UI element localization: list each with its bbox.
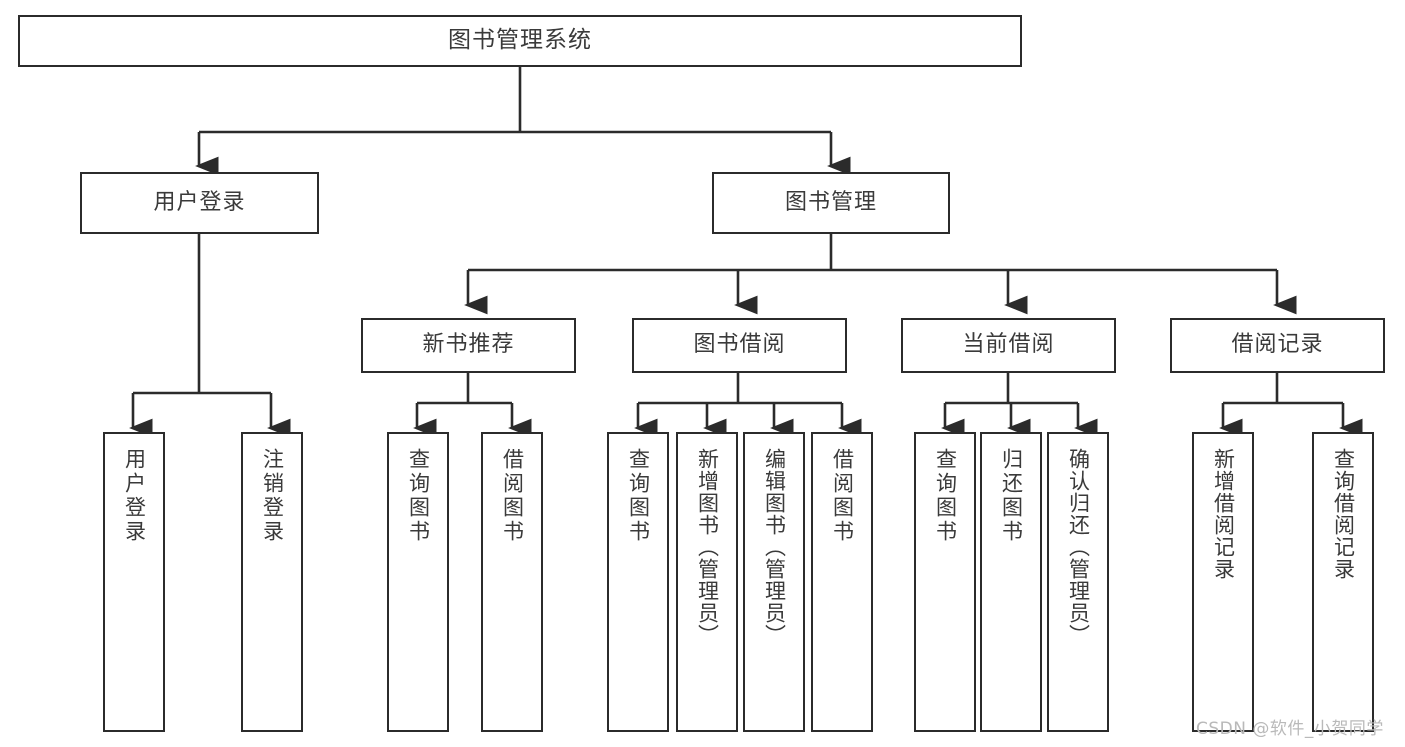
node-leaf-user-login-label: 用户登录	[122, 448, 147, 544]
node-borrow-record[interactable]: 借阅记录	[1170, 318, 1385, 373]
node-leaf-borrow-book-2-label: 借阅图书	[830, 448, 855, 544]
node-leaf-confirm-return[interactable]: 确认归还（管理员）	[1047, 432, 1109, 732]
node-new-book-recommend-label: 新书推荐	[422, 332, 515, 358]
node-leaf-query-record[interactable]: 查询借阅记录	[1312, 432, 1374, 732]
node-leaf-query-book-3-label: 查询图书	[933, 448, 958, 544]
node-current-borrow[interactable]: 当前借阅	[901, 318, 1116, 373]
node-leaf-query-record-label: 查询借阅记录	[1331, 448, 1356, 580]
node-leaf-return-book-label: 归还图书	[999, 448, 1024, 544]
watermark-text: CSDN @软件_小贺同学	[1196, 719, 1384, 739]
node-user-login[interactable]: 用户登录	[80, 172, 319, 234]
node-leaf-user-login[interactable]: 用户登录	[103, 432, 165, 732]
node-leaf-edit-book[interactable]: 编辑图书（管理员）	[743, 432, 805, 732]
node-borrow-record-label: 借阅记录	[1231, 332, 1324, 358]
node-leaf-add-book[interactable]: 新增图书（管理员）	[676, 432, 738, 732]
node-leaf-add-record-label: 新增借阅记录	[1211, 448, 1236, 580]
node-leaf-edit-book-label: 编辑图书（管理员）	[762, 448, 787, 646]
node-user-login-label: 用户登录	[153, 189, 246, 215]
node-leaf-add-record[interactable]: 新增借阅记录	[1192, 432, 1254, 732]
node-root-label: 图书管理系统	[448, 27, 592, 54]
node-leaf-return-book[interactable]: 归还图书	[980, 432, 1042, 732]
node-leaf-query-book-1-label: 查询图书	[406, 448, 431, 544]
node-leaf-query-book-1[interactable]: 查询图书	[387, 432, 449, 732]
node-leaf-query-book-2-label: 查询图书	[626, 448, 651, 544]
node-leaf-borrow-book-2[interactable]: 借阅图书	[811, 432, 873, 732]
node-book-borrow-label: 图书借阅	[693, 332, 786, 358]
node-leaf-query-book-2[interactable]: 查询图书	[607, 432, 669, 732]
node-new-book-recommend[interactable]: 新书推荐	[361, 318, 576, 373]
node-leaf-logout-login-label: 注销登录	[260, 448, 285, 544]
node-leaf-confirm-return-label: 确认归还（管理员）	[1066, 448, 1091, 646]
node-book-management-label: 图书管理	[784, 189, 877, 215]
node-leaf-query-book-3[interactable]: 查询图书	[914, 432, 976, 732]
node-leaf-add-book-label: 新增图书（管理员）	[695, 448, 720, 646]
node-book-management[interactable]: 图书管理	[712, 172, 950, 234]
node-book-borrow[interactable]: 图书借阅	[632, 318, 847, 373]
node-leaf-borrow-book-1[interactable]: 借阅图书	[481, 432, 543, 732]
node-leaf-logout-login[interactable]: 注销登录	[241, 432, 303, 732]
node-root[interactable]: 图书管理系统	[18, 15, 1022, 67]
node-leaf-borrow-book-1-label: 借阅图书	[500, 448, 525, 544]
node-current-borrow-label: 当前借阅	[962, 332, 1055, 358]
